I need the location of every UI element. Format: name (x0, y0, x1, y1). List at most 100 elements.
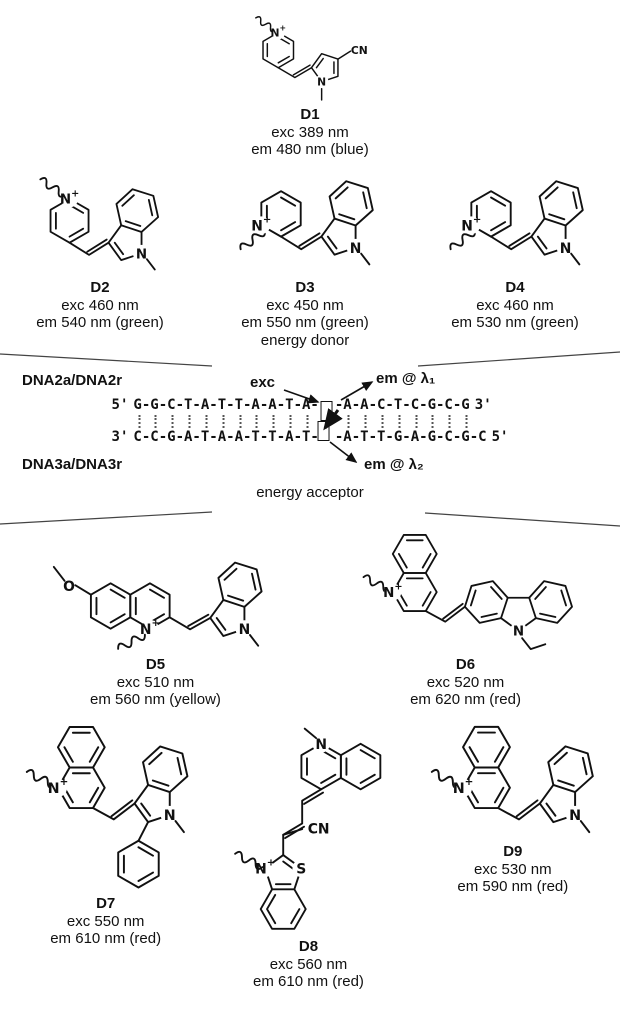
dye-exc: exc 389 nm (271, 123, 349, 141)
vinyl-bridge (68, 238, 110, 256)
strand-end-label: 3' (111, 428, 129, 445)
dye-em: em 620 nm (red) (410, 691, 521, 709)
quinolinium-ring-system: N+ (89, 582, 171, 638)
dye-em: em 610 nm (red) (253, 973, 364, 991)
d3-block: N+ D3 exc 450 nm em 550 nm (green) energ… (233, 165, 377, 350)
pyridinium-ring: N+ (251, 190, 302, 238)
d4-caption: D4 exc 460 nm em 530 nm (green) (451, 279, 579, 332)
dye-role: energy donor (260, 332, 350, 350)
d1-block: N+ N CN D1 exc 389 nm em 480 nm (b (247, 6, 374, 159)
em2-label: em @ λ₂ (364, 455, 424, 473)
duplex-bottom-label: DNA3a/DNA3r (22, 455, 123, 473)
top-strand: 5' G-G-C-T-A-T-T-A-A-T-A- -A-A-C-T-C-G-C… (111, 396, 509, 422)
d7-caption: D7 exc 550 nm em 610 nm (red) (50, 895, 161, 948)
d56-section: O N+ D5 exc 510 nm em 560 (0, 530, 620, 709)
dye-exc: exc 530 nm (474, 860, 552, 878)
n-methyl-bond (303, 727, 318, 739)
dna-duplex-diagram: DNA2a/DNA2r exc em @ λ₁ 5' G-G-C-T-A-T-T… (0, 368, 620, 510)
dye-exc: exc 460 nm (476, 296, 554, 314)
strand-end-label: 5' (491, 428, 509, 445)
pyridinium-ring: N+ (461, 190, 512, 238)
em1-arrow (340, 381, 374, 401)
vinyl-bridge (497, 799, 542, 821)
energy-transfer-arrow (323, 407, 343, 431)
vinyl-bridge (490, 232, 533, 251)
dye-em: em 480 nm (blue) (251, 141, 369, 159)
d6-caption: D6 exc 520 nm em 620 nm (red) (410, 656, 521, 709)
vinyl-bridge (280, 232, 323, 251)
d2-block: N+ D2 exc 460 nm em 540 nm (green) (33, 165, 167, 332)
d5-caption: D5 exc 510 nm em 560 nm (yellow) (90, 656, 221, 709)
vinyl-bridge (424, 602, 466, 623)
bottom-strand-right-seq: -A-T-T-G-A-G-C-G-C (334, 428, 487, 445)
inset-callout-lines-top (0, 351, 620, 367)
strand-end-label: 5' (111, 396, 129, 413)
indole-group (320, 180, 374, 266)
d6-structure: N+ N (360, 533, 573, 650)
nitrile-bond (282, 828, 304, 836)
dye-em: em 530 nm (green) (451, 314, 579, 332)
d2-structure: N+ (37, 175, 160, 271)
d8-block: N CN N+ S D8 exc 560 nm e (230, 721, 387, 991)
quinolinium-ring-system: N+ (47, 725, 106, 809)
benzothiazolium-group: N+ S (255, 853, 311, 930)
quinolinium-ring-system: N+ (383, 533, 438, 612)
methine-chain: CN (282, 788, 330, 856)
dye-em: em 590 nm (red) (457, 878, 569, 896)
strand-end-label: 3' (474, 396, 492, 413)
dye-em: em 540 nm (green) (36, 314, 164, 332)
d9-structure: N+ (429, 725, 595, 833)
d1-section: N+ N CN D1 exc 389 nm em 480 nm (b (0, 6, 620, 159)
svg-text:N+: N+ (251, 215, 271, 235)
dye-em: em 560 nm (yellow) (90, 691, 221, 709)
dye-id: D4 (505, 279, 525, 297)
d6-block: N+ N D6 exc 520 n (356, 530, 576, 709)
d7-block: N+ D7 exc 550 nm em 610 nm (red) (19, 721, 193, 948)
nitrile-bond (336, 50, 351, 60)
d2-caption: D2 exc 460 nm em 540 nm (green) (36, 279, 164, 332)
svg-text:N+: N+ (47, 776, 68, 797)
svg-text:N+: N+ (461, 215, 481, 235)
quinolinium-ring-system: N+ (453, 725, 512, 809)
d8-caption: D8 exc 560 nm em 610 nm (red) (253, 938, 364, 991)
dna-duplex: 5' G-G-C-T-A-T-T-A-A-T-A- -A-A-C-T-C-G-C… (112, 396, 509, 447)
bottom-strand: 3' C-C-G-A-T-A-A-T-T-A-T- -A-T-T-G-A-G-C… (111, 421, 509, 447)
svg-text:N+: N+ (255, 858, 275, 878)
dye-exc: exc 550 nm (66, 912, 145, 930)
svg-text:N: N (512, 625, 523, 640)
exc-arrow (283, 389, 320, 404)
inset-callout-lines-bottom (0, 511, 620, 527)
dye-exc: exc 460 nm (61, 296, 139, 314)
indole-group (208, 561, 263, 647)
svg-text:N: N (315, 737, 327, 753)
d4-block: N+ D4 exc 460 nm em 530 nm (green) (443, 165, 587, 332)
dna-arrows-overlay (283, 381, 374, 463)
d234-section: N+ D2 exc 460 nm em 540 nm (green) (0, 165, 620, 350)
svg-text:N+: N+ (270, 24, 286, 40)
methoxy-group: O (52, 565, 92, 596)
d3-caption: D3 exc 450 nm em 550 nm (green) energy d… (241, 279, 369, 350)
d3-structure: N+ (237, 180, 374, 266)
pyridinium-ring: N+ (261, 24, 294, 69)
dye-id: D2 (90, 279, 110, 297)
base-pair-connectors (112, 414, 509, 428)
dye-id: D3 (295, 279, 315, 297)
svg-text:N+: N+ (383, 581, 402, 600)
exc-label: exc (250, 373, 276, 391)
svg-text:N+: N+ (453, 776, 474, 797)
phenyl-ring (116, 820, 160, 889)
d789-section: N+ D7 exc 550 nm em 610 nm (red) N (0, 721, 620, 991)
n-methyl-quinoline-ring-system: N (300, 727, 382, 791)
d1-structure: N+ N CN (252, 14, 367, 101)
duplex-top-label: DNA2a/DNA2r (22, 371, 123, 389)
dye-exc: exc 560 nm (269, 955, 348, 973)
vinyl-bridge (91, 799, 136, 821)
top-strand-left-seq: G-G-C-T-A-T-T-A-A-T-A- (133, 396, 319, 413)
nitrile-label: CN (350, 44, 367, 57)
em1-label: em @ λ₁ (376, 369, 436, 387)
dye-exc: exc 450 nm (266, 296, 344, 314)
pyrrole-ring: N CN (310, 44, 367, 101)
d4-structure: N+ (447, 180, 584, 266)
indole-group (539, 745, 595, 833)
indole-group (530, 180, 584, 266)
